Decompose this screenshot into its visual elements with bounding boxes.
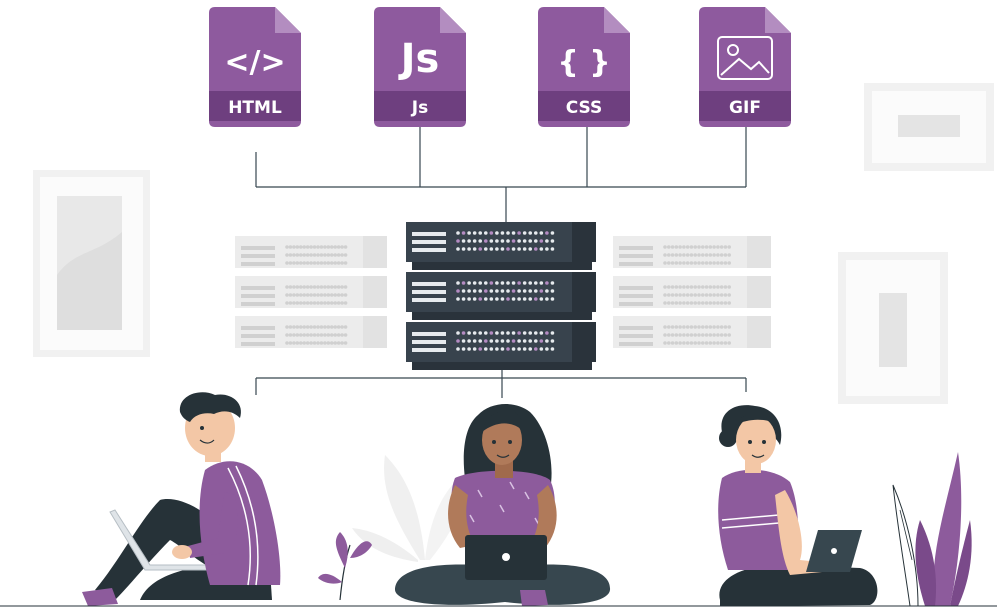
connection-lines	[255, 126, 747, 398]
server-unit-2	[406, 272, 596, 312]
server-unit-1	[406, 222, 596, 262]
file-label: HTML	[228, 98, 282, 118]
plant-purple-tall	[892, 452, 972, 607]
svg-text:Js: Js	[398, 36, 440, 82]
file-gif: GIF	[699, 7, 791, 127]
server-rack-main	[406, 222, 596, 370]
file-html: HTML </>	[209, 7, 301, 127]
background-decor	[33, 83, 994, 562]
server-unit-3	[406, 322, 596, 362]
faded-server-left-3	[235, 316, 387, 348]
person-middle-with-laptop	[395, 404, 611, 606]
braces-icon: { }	[557, 45, 610, 80]
faded-server-right-1	[613, 236, 771, 268]
plant-purple-small	[318, 532, 372, 601]
file-label: Js	[411, 98, 428, 118]
file-label: CSS	[566, 98, 603, 118]
server-rack-faded-right	[613, 236, 771, 348]
server-rack-faded-left	[235, 236, 387, 348]
picture-frame-left	[33, 170, 150, 357]
picture-frame-bottom-right	[838, 252, 948, 404]
picture-frame-top-right	[864, 83, 994, 171]
file-label: GIF	[729, 98, 761, 118]
javascript-icon: Js	[398, 36, 440, 82]
file-css: CSS { }	[538, 7, 630, 127]
svg-text:{ }: { }	[557, 45, 610, 80]
faded-server-left-1	[235, 236, 387, 268]
code-icon: </>	[224, 45, 285, 80]
faded-server-left-2	[235, 276, 387, 308]
image-icon	[717, 36, 773, 80]
person-left-with-laptop	[82, 392, 281, 606]
person-right-with-laptop	[718, 405, 878, 606]
faded-server-right-3	[613, 316, 771, 348]
svg-text:</>: </>	[224, 45, 285, 80]
faded-server-right-2	[613, 276, 771, 308]
